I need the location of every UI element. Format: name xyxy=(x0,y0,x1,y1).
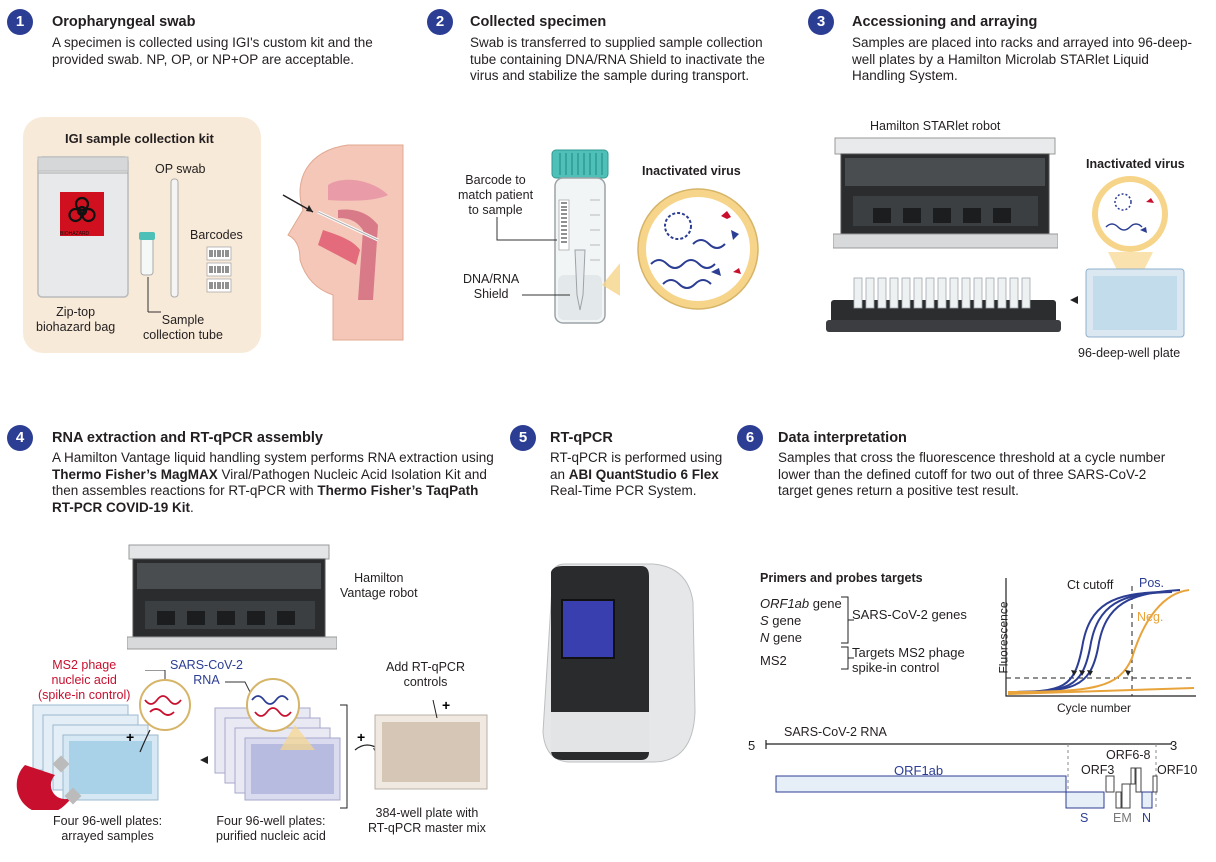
tube-label: Sample collection tube xyxy=(143,313,223,342)
starlet-robot xyxy=(833,137,1058,249)
tube-barcode xyxy=(558,199,570,251)
step-5-title: RT-qPCR xyxy=(550,430,613,446)
svg-text:+: + xyxy=(126,729,134,745)
orf10-label: ORF10 xyxy=(1157,763,1198,777)
chart-xlabel: Cycle number xyxy=(1057,701,1132,715)
orf1ab-block xyxy=(775,775,1067,793)
inactivated-virus-circle xyxy=(637,188,759,310)
sars-rna-label: SARS-CoV-2 RNA xyxy=(170,658,243,687)
s-label: S xyxy=(1080,811,1089,825)
s-block xyxy=(1065,791,1105,809)
step-2-title: Collected specimen xyxy=(470,14,607,30)
genome-five: 5 xyxy=(748,738,756,753)
step-4-title: RNA extraction and RT-qPCR assembly xyxy=(52,430,323,446)
bag-label: Zip-top biohazard bag xyxy=(36,305,116,334)
step-6-body: Samples that cross the fluorescence thre… xyxy=(778,450,1166,498)
n-label: N xyxy=(1142,811,1152,825)
genome-map xyxy=(765,740,1172,810)
barcode-leader xyxy=(496,217,557,241)
orf68-label: ORF6-8 xyxy=(1106,748,1151,762)
gene-brackets xyxy=(841,596,854,670)
sample-tube-small xyxy=(140,236,154,276)
genome-title: SARS-CoV-2 RNA xyxy=(784,725,887,739)
orf3-label: ORF3 xyxy=(1081,763,1115,777)
arrow-1 xyxy=(200,756,208,764)
magnet xyxy=(16,765,75,810)
specimen-tube xyxy=(551,149,620,324)
gene-orf1ab: ORF1ab gene xyxy=(760,596,842,611)
step-3-body: Samples are placed into racks and arraye… xyxy=(852,35,1192,83)
step-1-body: A specimen is collected using IGI's cust… xyxy=(52,35,373,67)
biohazard-text: BIOHAZARD xyxy=(60,231,90,237)
biohazard-icon xyxy=(68,196,96,223)
primers-title: Primers and probes targets xyxy=(760,571,923,585)
ms2-text: MS2 xyxy=(760,653,787,668)
shield-label: DNA/RNA Shield xyxy=(463,272,520,301)
step-1-title: Oropharyngeal swab xyxy=(52,14,196,30)
vantage-label: Hamilton Vantage robot xyxy=(340,571,418,600)
genome-three: 3 xyxy=(1170,738,1178,753)
step-3-badge: 3 xyxy=(808,9,834,35)
virus-label-3: Inactivated virus xyxy=(1086,157,1185,171)
n-block xyxy=(1141,791,1153,809)
step-2-body: Swab is transferred to supplied sample c… xyxy=(470,35,765,83)
barcodes-label: Barcodes xyxy=(190,228,243,242)
orf6-block xyxy=(1130,767,1136,785)
ms2-circle xyxy=(139,679,191,731)
plate384-label: 384-well plate with RT-qPCR master mix xyxy=(368,806,486,835)
quantstudio-instrument xyxy=(542,563,696,763)
barcode-stickers xyxy=(206,246,232,293)
arrayed-plates xyxy=(32,704,159,801)
vantage-robot xyxy=(127,544,337,650)
instrument-screen xyxy=(561,599,615,659)
kit-title: IGI sample collection kit xyxy=(65,131,214,146)
plates2-label: Four 96-well plates: purified nucleic ac… xyxy=(216,814,326,843)
tube-rack xyxy=(826,277,1061,332)
controls-label: Add RT-qPCR controls xyxy=(386,660,465,689)
em-label: EM xyxy=(1113,811,1132,825)
starlet-label: Hamilton STARlet robot xyxy=(870,119,1001,133)
orf3-block xyxy=(1105,775,1115,793)
gene-s: S gene xyxy=(760,613,802,628)
step-2-badge: 2 xyxy=(427,9,453,35)
plates1-label: Four 96-well plates: arrayed samples xyxy=(53,814,163,843)
ms2-targets: Targets MS2 phage spike-in control xyxy=(852,645,965,675)
orf1ab-label: ORF1ab xyxy=(894,763,944,778)
gene-list: ORF1ab gene S gene N gene xyxy=(760,595,842,646)
m-block xyxy=(1121,783,1131,809)
sars-circle xyxy=(246,678,300,732)
step-1-badge: 1 xyxy=(7,9,33,35)
step-5-body: RT-qPCR is performed using an ABI QuantS… xyxy=(550,450,723,498)
barcode-label: Barcode to match patient to sample xyxy=(458,173,534,217)
step-6-title: Data interpretation xyxy=(778,430,907,446)
orf7-block xyxy=(1135,767,1142,793)
op-swab xyxy=(170,178,179,298)
step-4-badge: 4 xyxy=(7,425,33,451)
step-5-badge: 5 xyxy=(510,425,536,451)
step-4-body: A Hamilton Vantage liquid handling syste… xyxy=(52,450,494,515)
step-6-badge: 6 xyxy=(737,425,763,451)
deep-well-plate xyxy=(1070,176,1185,338)
shield-leader xyxy=(522,294,570,296)
head-cross-section xyxy=(282,144,404,341)
e-block xyxy=(1115,791,1122,809)
extraction-illustration: + + + xyxy=(16,670,488,810)
ct-cutoff-label: Ct cutoff xyxy=(1067,578,1114,592)
ms2-label: MS2 phage nucleic acid (spike-in control… xyxy=(38,658,131,702)
virus-label-2: Inactivated virus xyxy=(642,164,741,178)
amplification-chart xyxy=(1005,578,1196,697)
svg-text:+: + xyxy=(442,697,450,713)
plate-label-3: 96-deep-well plate xyxy=(1078,346,1181,360)
svg-text:+: + xyxy=(357,729,365,745)
pos-label: Pos. xyxy=(1139,576,1165,590)
sars-genes-label: SARS-CoV-2 genes xyxy=(852,607,967,622)
kit-illustration xyxy=(37,156,232,313)
op-swab-label: OP swab xyxy=(155,162,206,176)
orf10-block xyxy=(1152,775,1158,793)
gene-n: N gene xyxy=(760,630,802,645)
step-3-title: Accessioning and arraying xyxy=(852,14,1038,30)
